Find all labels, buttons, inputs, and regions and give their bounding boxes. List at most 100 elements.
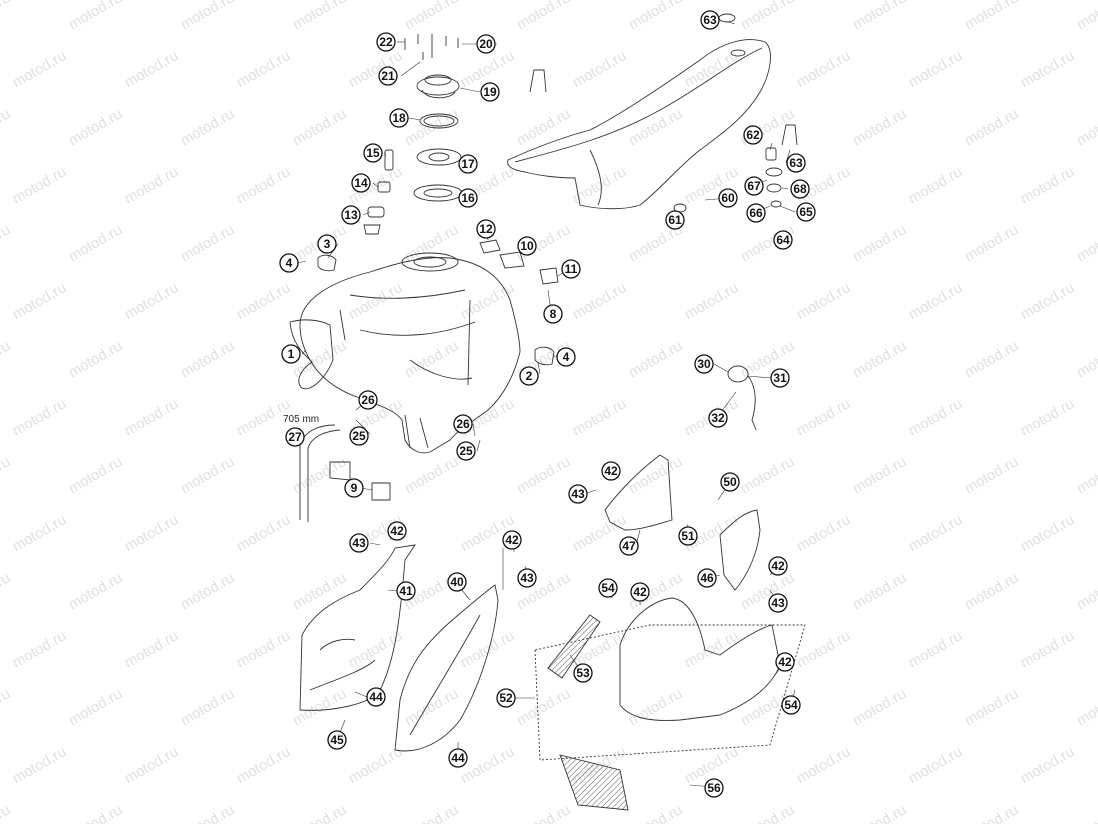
svg-text:26: 26 (456, 417, 470, 431)
side-panel-right (394, 584, 499, 752)
callout-42e[interactable]: 42 (630, 582, 650, 602)
callout-10[interactable]: 10 (517, 236, 537, 256)
callout-56[interactable]: 56 (704, 778, 724, 798)
callout-1[interactable]: 1 (281, 344, 301, 364)
callout-31[interactable]: 31 (770, 368, 790, 388)
callout-51[interactable]: 51 (678, 526, 698, 546)
callout-27[interactable]: 27 (285, 427, 305, 447)
watermark-text-84: motod.ru (794, 395, 854, 439)
callout-26b[interactable]: 26 (453, 414, 473, 434)
watermark-text-138: motod.ru (626, 685, 686, 729)
callout-62[interactable]: 62 (743, 125, 763, 145)
callout-68[interactable]: 68 (790, 179, 810, 199)
watermark-text-53: motod.ru (962, 221, 1022, 265)
callout-65[interactable]: 65 (796, 202, 816, 222)
callout-54b[interactable]: 54 (781, 695, 801, 715)
callout-12[interactable]: 12 (476, 219, 496, 239)
watermark-text-162: motod.ru (850, 801, 910, 824)
callout-25[interactable]: 25 (349, 426, 369, 446)
callout-26[interactable]: 26 (358, 390, 378, 410)
callout-66[interactable]: 66 (746, 203, 766, 223)
svg-text:43: 43 (520, 571, 534, 585)
watermark-text-31: motod.ru (962, 105, 1022, 149)
watermark-text-127: motod.ru (682, 627, 742, 671)
callout-63a[interactable]: 63 (700, 10, 720, 30)
callout-64[interactable]: 64 (773, 230, 793, 250)
callout-42a[interactable]: 42 (387, 521, 407, 541)
svg-text:10: 10 (520, 239, 534, 253)
watermark-text-60: motod.ru (570, 279, 630, 323)
callout-42d[interactable]: 42 (768, 556, 788, 576)
watermark-text-156: motod.ru (178, 801, 238, 824)
watermark-text-93: motod.ru (514, 453, 574, 497)
svg-text:1: 1 (288, 347, 295, 361)
callout-14[interactable]: 14 (351, 173, 371, 193)
callout-52[interactable]: 52 (496, 688, 516, 708)
watermark-text-54: motod.ru (1074, 221, 1098, 265)
watermark-text-94: motod.ru (626, 453, 686, 497)
callout-60[interactable]: 60 (718, 188, 738, 208)
callout-42f[interactable]: 42 (775, 652, 795, 672)
watermark-text-45: motod.ru (66, 221, 126, 265)
svg-text:54: 54 (784, 698, 798, 712)
callout-20[interactable]: 20 (476, 34, 496, 54)
callout-41[interactable]: 41 (396, 581, 416, 601)
callout-8[interactable]: 8 (543, 304, 563, 324)
callout-17[interactable]: 17 (458, 154, 478, 174)
callout-15[interactable]: 15 (363, 143, 383, 163)
watermark-text-125: motod.ru (458, 627, 518, 671)
callout-11[interactable]: 11 (561, 259, 581, 279)
callout-47[interactable]: 47 (619, 536, 639, 556)
callout-53[interactable]: 53 (573, 663, 593, 683)
svg-text:26: 26 (361, 393, 375, 407)
watermark-text-135: motod.ru (290, 685, 350, 729)
watermark-text-82: motod.ru (570, 395, 630, 439)
callout-19[interactable]: 19 (480, 82, 500, 102)
callout-54a[interactable]: 54 (598, 578, 618, 598)
callout-50[interactable]: 50 (720, 472, 740, 492)
callout-42b[interactable]: 42 (502, 530, 522, 550)
svg-text:25: 25 (459, 444, 473, 458)
svg-text:50: 50 (723, 475, 737, 489)
callout-44b[interactable]: 44 (448, 748, 468, 768)
watermark-text-32: motod.ru (1074, 105, 1098, 149)
svg-text:43: 43 (352, 536, 366, 550)
callout-42c[interactable]: 42 (601, 461, 621, 481)
watermark-text-28: motod.ru (626, 105, 686, 149)
callout-43a[interactable]: 43 (349, 533, 369, 553)
hose-length-label: 705 mm (283, 414, 319, 425)
watermark-text-5: motod.ru (514, 0, 574, 33)
callout-43b[interactable]: 43 (517, 568, 537, 588)
callout-21[interactable]: 21 (378, 66, 398, 86)
svg-text:42: 42 (778, 655, 792, 669)
callout-32[interactable]: 32 (708, 408, 728, 428)
callout-63b[interactable]: 63 (786, 153, 806, 173)
callout-45[interactable]: 45 (327, 730, 347, 750)
callout-13[interactable]: 13 (341, 205, 361, 225)
callout-4b[interactable]: 4 (556, 347, 576, 367)
parts-line-art (289, 13, 806, 811)
svg-text:51: 51 (681, 529, 695, 543)
callout-3[interactable]: 3 (317, 234, 337, 254)
callout-16[interactable]: 16 (458, 188, 478, 208)
callout-43c[interactable]: 43 (568, 484, 588, 504)
callout-25b[interactable]: 25 (456, 441, 476, 461)
callout-43d[interactable]: 43 (768, 593, 788, 613)
callout-67[interactable]: 67 (744, 176, 764, 196)
watermark-text-157: motod.ru (290, 801, 350, 824)
callout-44a[interactable]: 44 (366, 687, 386, 707)
watermark-text-121: motod.ru (10, 627, 70, 671)
callout-40[interactable]: 40 (447, 572, 467, 592)
watermark-text-113: motod.ru (290, 569, 350, 613)
watermark-text-152: motod.ru (1018, 743, 1078, 787)
watermark-text-33: motod.ru (10, 163, 70, 207)
callout-18[interactable]: 18 (389, 108, 409, 128)
callout-9[interactable]: 9 (344, 478, 364, 498)
callout-4[interactable]: 4 (279, 253, 299, 273)
callout-30[interactable]: 30 (694, 354, 714, 374)
callout-46[interactable]: 46 (697, 568, 717, 588)
callout-61[interactable]: 61 (665, 210, 685, 230)
callout-2[interactable]: 2 (519, 366, 539, 386)
watermark-text-160: motod.ru (626, 801, 686, 824)
callout-22[interactable]: 22 (376, 32, 396, 52)
